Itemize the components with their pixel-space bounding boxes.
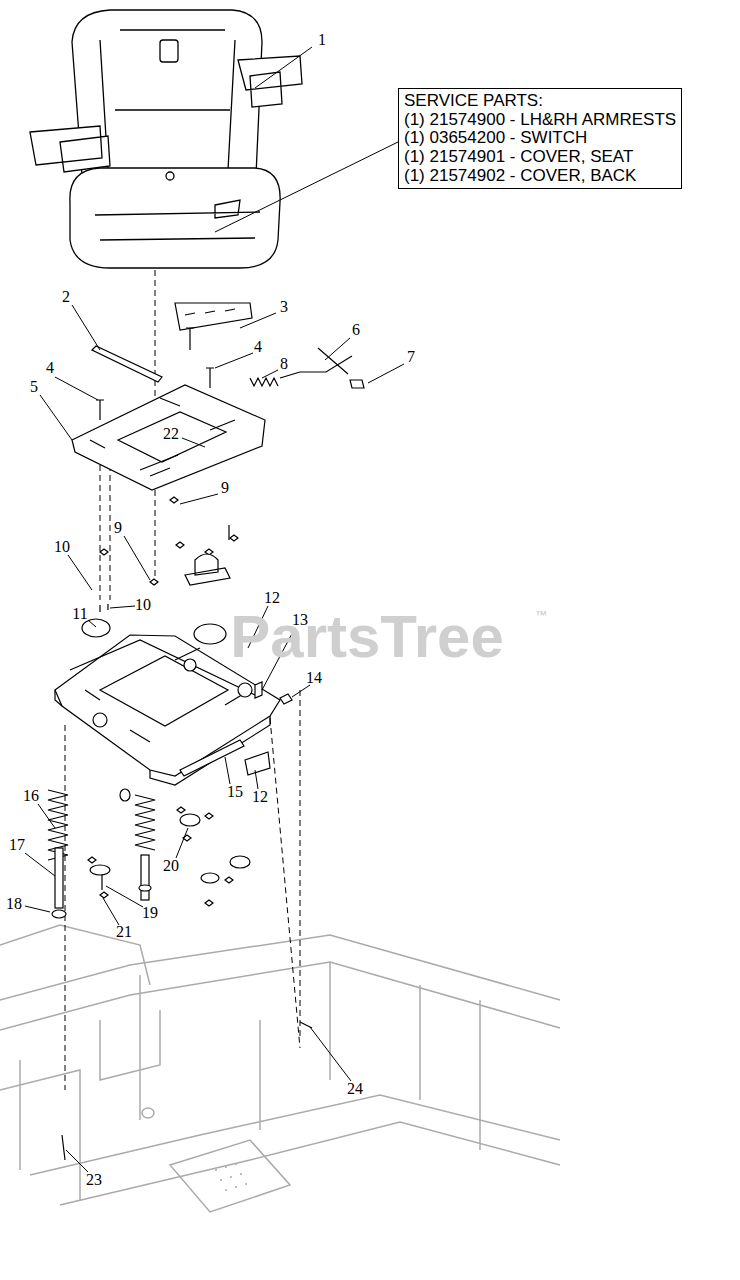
spring — [135, 795, 155, 850]
watermark-mark: ™ — [535, 609, 547, 621]
base-hole — [238, 683, 252, 697]
seat-back-stitch — [100, 30, 235, 170]
seat-hole — [166, 172, 174, 180]
bushing — [120, 789, 130, 801]
callout-number: 10 — [54, 539, 70, 555]
base-hole — [93, 713, 107, 727]
callout-number: 1 — [318, 32, 326, 48]
callout-number: 4 — [254, 339, 262, 355]
callout-number: 10 — [135, 597, 151, 613]
seat-plate-assembly — [72, 303, 364, 585]
bolts — [96, 328, 214, 420]
callout-number: 13 — [292, 612, 308, 628]
callout-number: 19 — [142, 905, 158, 921]
callout-number: 2 — [62, 289, 70, 305]
lever-spring — [250, 378, 278, 386]
base-plate-opening — [100, 656, 228, 726]
seat-plate-slots — [90, 398, 235, 476]
callout-number: 12 — [252, 789, 268, 805]
watermark: PartsTree — [230, 607, 504, 667]
callout-number: 24 — [347, 1081, 363, 1097]
callout-number: 14 — [306, 670, 322, 686]
callout-number: 17 — [9, 837, 25, 853]
part-line: (1) 21574902 - COVER, BACK — [404, 167, 676, 186]
callout-number: 6 — [352, 322, 360, 338]
frame-holes — [215, 1164, 247, 1190]
part-line: (1) 03654200 - SWITCH — [404, 129, 676, 148]
callout-number: 3 — [280, 299, 288, 315]
pivot-cap — [280, 694, 292, 704]
part-line: (1) 21574901 - COVER, SEAT — [404, 148, 676, 167]
switch-bracket — [245, 752, 270, 775]
callout-number: 8 — [280, 356, 288, 372]
callout-number: 15 — [227, 784, 243, 800]
cushion-stitch — [95, 200, 260, 240]
seat-plate-opening — [118, 412, 226, 462]
left-armrest — [30, 126, 110, 172]
bracket — [175, 303, 252, 330]
callout-number: 7 — [407, 349, 415, 365]
rod — [55, 848, 63, 908]
service-parts-box: SERVICE PARTS:(1) 21574900 - LH&RH ARMRE… — [398, 88, 682, 189]
base-plate-slots — [85, 648, 245, 742]
callout-number: 9 — [114, 520, 122, 536]
callout-number: 18 — [6, 896, 22, 912]
washer — [52, 910, 66, 918]
foot-plate — [170, 1140, 290, 1212]
callout-number: 20 — [163, 858, 179, 874]
seat — [30, 10, 302, 268]
plate-nuts — [100, 497, 238, 585]
washer — [139, 885, 151, 891]
pivot-pin — [180, 740, 244, 776]
seat-cushion — [70, 168, 280, 268]
seat-logo — [160, 40, 178, 62]
callout-number: 16 — [23, 788, 39, 804]
washer — [180, 814, 200, 826]
base-hole — [184, 659, 196, 671]
washer — [90, 865, 110, 875]
washer — [201, 873, 219, 883]
washer — [230, 856, 250, 868]
callout-number: 22 — [163, 426, 179, 442]
mount-pad — [194, 624, 226, 644]
isolator-mount — [185, 554, 230, 585]
callout-number: 4 — [46, 360, 54, 376]
callout-number: 11 — [72, 606, 87, 622]
chassis-frame — [0, 925, 560, 1212]
adjust-bar — [92, 346, 162, 382]
frame-bushing — [142, 1108, 154, 1118]
nuts — [88, 807, 233, 906]
part-line: (1) 21574900 - LH&RH ARMRESTS — [404, 111, 676, 130]
callout-number: 21 — [116, 924, 132, 940]
callout-number: 5 — [30, 379, 38, 395]
right-armrest — [238, 56, 302, 107]
rod — [141, 855, 149, 900]
tab — [255, 682, 262, 698]
adjust-lever — [280, 348, 364, 388]
callout-number: 23 — [86, 1172, 102, 1188]
box-heading: SERVICE PARTS: — [404, 92, 676, 111]
frame-rails — [0, 925, 560, 1205]
callout-number: 12 — [264, 590, 280, 606]
seat-plate — [72, 385, 265, 490]
callout-number: 9 — [221, 480, 229, 496]
